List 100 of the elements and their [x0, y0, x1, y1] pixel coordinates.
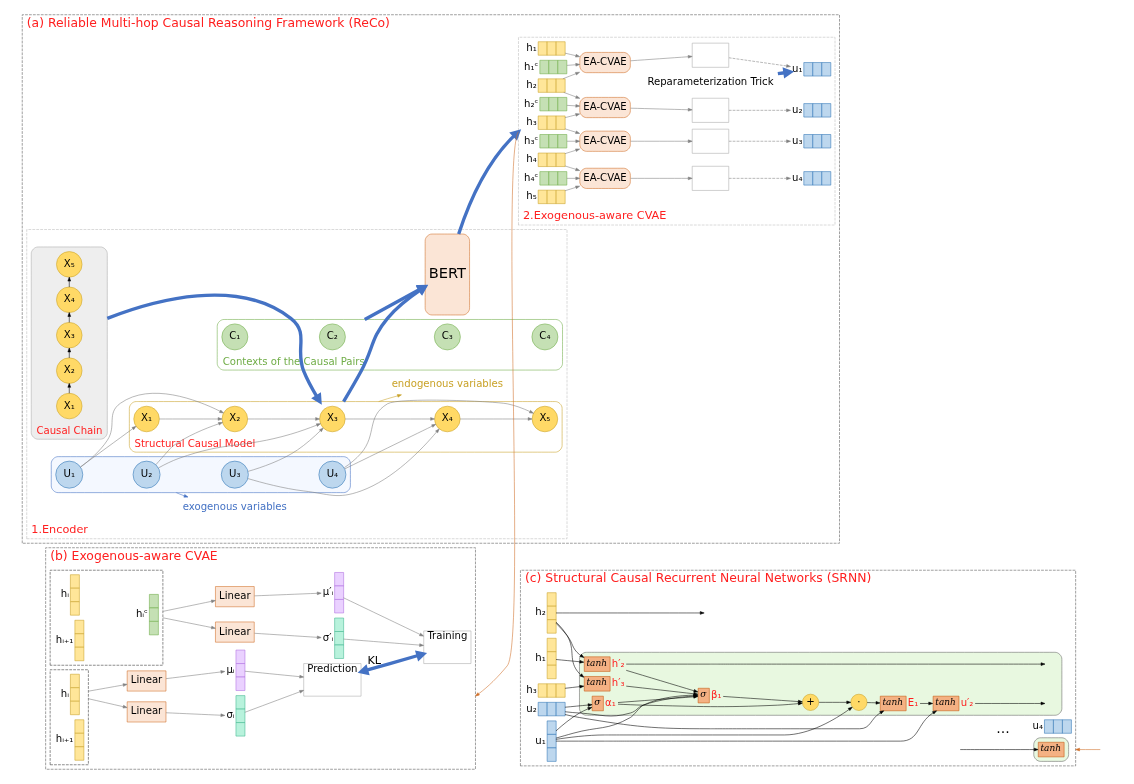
arrow — [564, 148, 580, 154]
arrow — [155, 422, 223, 465]
arrow — [357, 650, 427, 676]
node-label: u₃ — [791, 134, 802, 146]
node-label: σᵢ — [225, 709, 235, 721]
arrow — [162, 599, 216, 612]
node-label: hᵢ₊₁ — [55, 633, 73, 645]
node-label: hᵢ — [60, 588, 69, 600]
arrow — [106, 293, 322, 405]
arrow — [555, 611, 704, 615]
arrow — [555, 706, 852, 740]
arrow — [67, 347, 71, 359]
arrow — [555, 622, 584, 658]
node-box: Training — [422, 630, 471, 664]
node-label: u₂ — [525, 702, 537, 714]
arrow — [165, 712, 225, 717]
arrow — [343, 424, 436, 470]
arrow — [722, 696, 803, 704]
label: … — [995, 720, 1010, 737]
arrow — [158, 417, 222, 421]
arrow — [564, 113, 580, 118]
arrow — [162, 617, 216, 630]
node-circle: X₃ — [55, 322, 82, 349]
arrow — [564, 710, 884, 730]
node-label: hᵢᶜ — [135, 608, 148, 620]
node-label: E₁ — [907, 696, 918, 708]
node-text: exogenous variables — [182, 500, 287, 512]
arrow — [564, 684, 584, 689]
arrow — [818, 700, 851, 704]
arrow — [175, 492, 188, 498]
node-label: hᵢ — [60, 687, 69, 699]
arrow — [566, 104, 580, 108]
arrow — [67, 276, 71, 288]
arrow — [247, 427, 323, 472]
node-box — [691, 42, 729, 68]
arrow — [566, 176, 580, 180]
node-label: u₂ — [791, 103, 802, 115]
arrow — [343, 399, 534, 468]
arrow — [87, 698, 127, 709]
node-box — [691, 166, 729, 191]
node-circle: U₄ — [318, 460, 346, 489]
cluster — [49, 569, 163, 666]
arrow — [377, 394, 402, 402]
arrow — [165, 670, 225, 679]
node-label: α₁ — [604, 696, 616, 708]
arrow — [728, 108, 791, 112]
arrow — [564, 128, 580, 134]
node-label: h₁ — [525, 41, 537, 53]
node-circle: C₂ — [318, 323, 346, 351]
arrow — [474, 131, 519, 697]
node-label: μ′ᵢ — [322, 586, 333, 598]
node-text: endogenous variables — [391, 378, 503, 390]
node-label: hᵢ₊₁ — [55, 733, 73, 745]
arrow — [555, 707, 592, 732]
node-circle: · — [850, 693, 867, 711]
arrow — [728, 139, 791, 143]
arrow — [562, 92, 580, 99]
node-box: EA-CVAE — [579, 52, 631, 73]
arrow — [244, 690, 304, 713]
node-box: Linear — [214, 621, 254, 643]
arrow — [566, 63, 580, 67]
node-label: μᵢ — [225, 663, 235, 675]
node-circle: U₃ — [220, 460, 249, 489]
node-circle: X₁ — [55, 393, 82, 420]
node-box: BERT — [424, 233, 470, 316]
node-box — [691, 128, 729, 154]
arrow — [79, 426, 136, 468]
arrow — [1074, 747, 1101, 752]
arrow — [866, 701, 880, 705]
arrow — [625, 662, 1045, 666]
arrow — [157, 423, 321, 469]
node-circle: X₅ — [531, 405, 558, 433]
node-circle: C₄ — [531, 323, 558, 351]
node-label: h₁ᶜ — [523, 60, 538, 72]
arrow — [728, 176, 791, 180]
arrow — [555, 659, 584, 664]
arrow — [617, 701, 803, 707]
node-label: u₄ — [1032, 720, 1043, 731]
arrow — [974, 701, 1045, 706]
node-label: h₃ — [525, 116, 537, 128]
node-circle: X₄ — [55, 286, 82, 313]
arrow — [564, 703, 592, 708]
node-circle: C₃ — [433, 323, 461, 351]
node-label: σ′ᵢ — [322, 631, 333, 643]
node-label: h₁ — [534, 651, 546, 663]
arrow — [456, 129, 521, 235]
node-label: u₄ — [791, 171, 802, 183]
arrow — [253, 633, 321, 639]
node-label: h′₂ — [611, 657, 625, 669]
arrow — [728, 57, 791, 68]
node-label: h₅ — [525, 190, 537, 202]
arrow — [562, 72, 580, 80]
node-label: h₄ᶜ — [523, 171, 538, 183]
node-box: EA-CVAE — [579, 97, 631, 118]
node-box: EA-CVAE — [579, 167, 631, 189]
node-box — [691, 97, 729, 123]
node-label: h₃ — [525, 684, 537, 696]
node-circle: U₁ — [54, 460, 83, 489]
node-text: Reparameterization Trick — [646, 76, 774, 88]
node-box: Linear — [214, 586, 254, 608]
